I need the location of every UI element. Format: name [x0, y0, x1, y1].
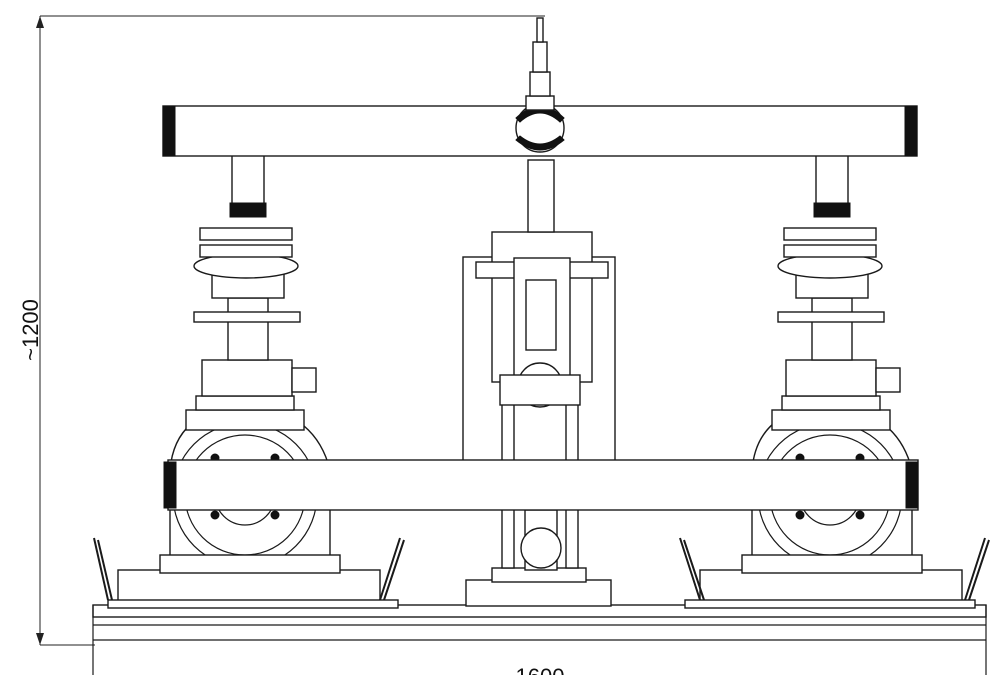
left-pump-base — [93, 537, 405, 609]
base-frame: 1600 — [92, 604, 987, 675]
height-dimension: ~1200 — [18, 15, 545, 646]
height-dimension-label: ~1200 — [18, 299, 43, 361]
center-base — [465, 567, 612, 607]
left-pump — [159, 154, 341, 574]
right-pump — [741, 154, 923, 574]
center-pump — [475, 159, 609, 571]
top-valve-assembly — [515, 17, 565, 153]
width-dimension-label: 1600 — [516, 664, 565, 675]
discharge-header — [163, 459, 919, 511]
